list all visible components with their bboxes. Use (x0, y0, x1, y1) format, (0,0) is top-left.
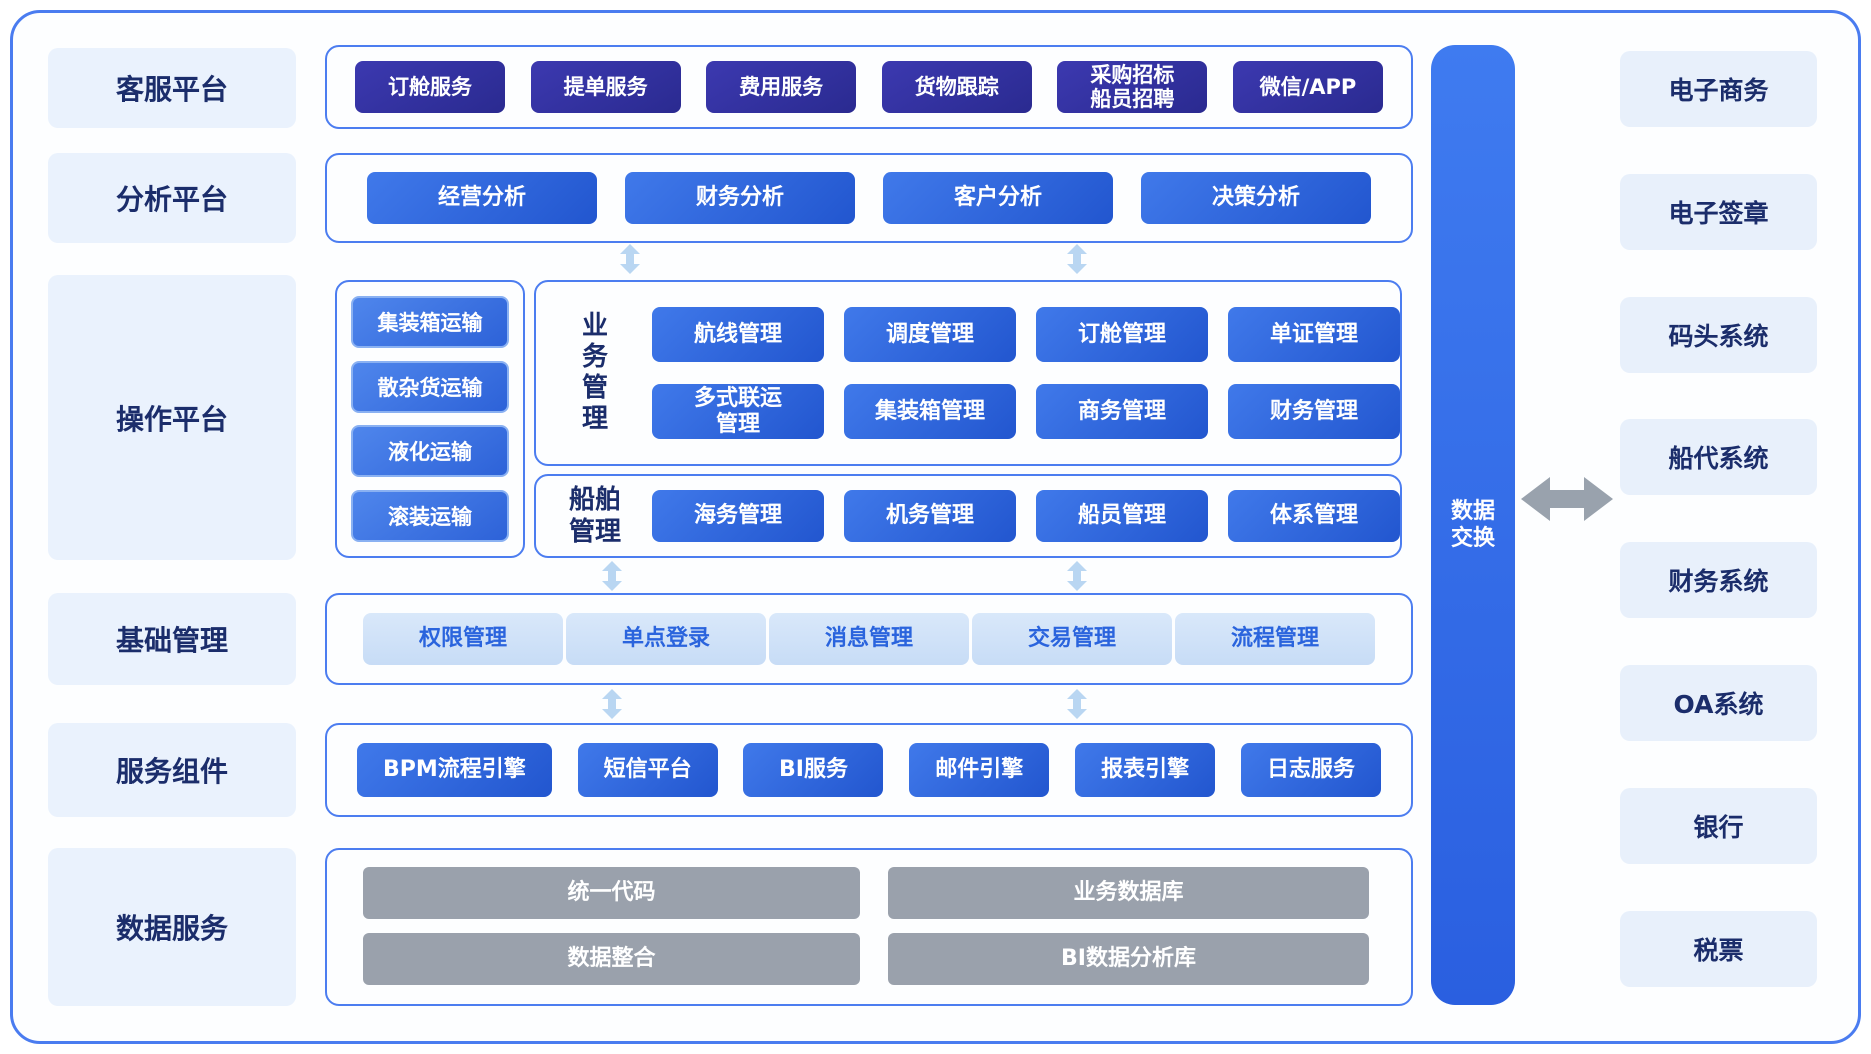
base-mgmt-item: 流程管理 (1175, 613, 1375, 665)
platform-label-operation: 操作平台 (48, 275, 296, 560)
external-system-item: 电子商务 (1620, 51, 1817, 127)
business-mgmt-box: 业务管理 航线管理 调度管理 订舱管理 单证管理 多式联运 管理 集装箱管理 商… (534, 280, 1402, 466)
analysis-item: 经营分析 (367, 172, 597, 224)
external-system-item: 电子签章 (1620, 174, 1817, 250)
business-mgmt-item: 单证管理 (1228, 307, 1400, 362)
transport-mode-item: 滚装运输 (351, 489, 509, 542)
ship-mgmt-box: 船舶管理 海务管理 机务管理 船员管理 体系管理 (534, 474, 1402, 558)
ship-mgmt-item: 海务管理 (652, 490, 824, 542)
business-mgmt-label-text: 业务管理 (581, 310, 608, 435)
data-service-item: 数据整合 (363, 933, 860, 985)
base-mgmt-item: 权限管理 (363, 613, 563, 665)
base-mgmt-item: 单点登录 (566, 613, 766, 665)
platform-label-service-components: 服务组件 (48, 723, 296, 817)
external-system-item: 银行 (1620, 788, 1817, 864)
customer-service-item: 订舱服务 (355, 61, 505, 113)
business-mgmt-item: 财务管理 (1228, 384, 1400, 439)
service-components-row: BPM流程引擎 短信平台 BI服务 邮件引擎 报表引擎 日志服务 (325, 723, 1413, 817)
up-down-arrow-icon (602, 561, 622, 591)
customer-service-item: 微信/APP (1232, 61, 1383, 113)
service-component-item: BI服务 (743, 743, 884, 797)
business-mgmt-label: 业务管理 (562, 311, 628, 436)
analysis-item: 决策分析 (1141, 172, 1371, 224)
business-mgmt-item: 商务管理 (1036, 384, 1208, 439)
service-component-item: 邮件引擎 (909, 743, 1050, 797)
up-down-arrow-icon (602, 689, 622, 719)
left-right-arrow-icon (1521, 477, 1613, 521)
external-system-item: 船代系统 (1620, 419, 1817, 495)
analysis-row: 经营分析 财务分析 客户分析 决策分析 (325, 153, 1413, 243)
customer-service-item: 费用服务 (706, 61, 857, 113)
customer-service-row: 订舱服务 提单服务 费用服务 货物跟踪 采购招标 船员招聘 微信/APP (325, 45, 1413, 129)
transport-mode-item: 集装箱运输 (351, 296, 509, 348)
analysis-item: 客户分析 (883, 172, 1113, 224)
business-mgmt-item: 集装箱管理 (844, 384, 1016, 439)
ship-mgmt-item: 船员管理 (1036, 490, 1208, 542)
up-down-arrow-icon (1067, 689, 1087, 719)
platform-label-customer-service: 客服平台 (48, 48, 296, 128)
ship-mgmt-label-text: 船舶管理 (568, 484, 621, 548)
service-component-item: 日志服务 (1240, 743, 1381, 797)
base-mgmt-row: 权限管理 单点登录 消息管理 交易管理 流程管理 (325, 593, 1413, 685)
up-down-arrow-icon (1067, 561, 1087, 591)
service-component-item: BPM流程引擎 (357, 743, 552, 797)
external-system-item: 码头系统 (1620, 297, 1817, 373)
data-services-box: 统一代码 业务数据库 数据整合 BI数据分析库 (325, 848, 1413, 1006)
up-down-arrow-icon (620, 244, 640, 274)
analysis-item: 财务分析 (625, 172, 855, 224)
ship-mgmt-grid: 海务管理 机务管理 船员管理 体系管理 (652, 490, 1400, 542)
ship-mgmt-item: 机务管理 (844, 490, 1016, 542)
business-mgmt-item: 订舱管理 (1036, 307, 1208, 362)
business-mgmt-item: 航线管理 (652, 307, 824, 362)
business-mgmt-item: 多式联运 管理 (652, 384, 824, 439)
customer-service-item: 货物跟踪 (881, 61, 1032, 113)
customer-service-item: 提单服务 (530, 61, 681, 113)
service-component-item: 短信平台 (577, 743, 718, 797)
platform-label-base-mgmt: 基础管理 (48, 593, 296, 685)
external-system-item: OA系统 (1620, 665, 1817, 741)
base-mgmt-item: 交易管理 (972, 613, 1172, 665)
data-service-item: 统一代码 (363, 867, 860, 919)
ship-mgmt-item: 体系管理 (1228, 490, 1400, 542)
data-exchange-bar: 数据交换 (1431, 45, 1515, 1005)
customer-service-item: 采购招标 船员招聘 (1057, 61, 1208, 113)
platform-label-analysis: 分析平台 (48, 153, 296, 243)
architecture-diagram-frame: 客服平台 分析平台 操作平台 基础管理 服务组件 数据服务 订舱服务 提单服务 … (10, 10, 1861, 1044)
business-mgmt-item: 调度管理 (844, 307, 1016, 362)
ship-mgmt-label: 船舶管理 (562, 484, 628, 549)
external-system-item: 税票 (1620, 911, 1817, 987)
data-service-item: BI数据分析库 (888, 933, 1369, 985)
business-mgmt-grid: 航线管理 调度管理 订舱管理 单证管理 多式联运 管理 集装箱管理 商务管理 财… (652, 307, 1400, 439)
data-exchange-label: 数据交换 (1450, 498, 1495, 552)
transport-mode-item: 液化运输 (351, 425, 509, 478)
service-component-item: 报表引擎 (1075, 743, 1216, 797)
transport-mode-item: 散杂货运输 (351, 360, 509, 413)
up-down-arrow-icon (1067, 244, 1087, 274)
platform-label-data-services: 数据服务 (48, 848, 296, 1006)
data-service-item: 业务数据库 (888, 867, 1369, 919)
transport-modes-box: 集装箱运输 散杂货运输 液化运输 滚装运输 (335, 280, 525, 558)
external-system-item: 财务系统 (1620, 542, 1817, 618)
base-mgmt-item: 消息管理 (769, 613, 969, 665)
